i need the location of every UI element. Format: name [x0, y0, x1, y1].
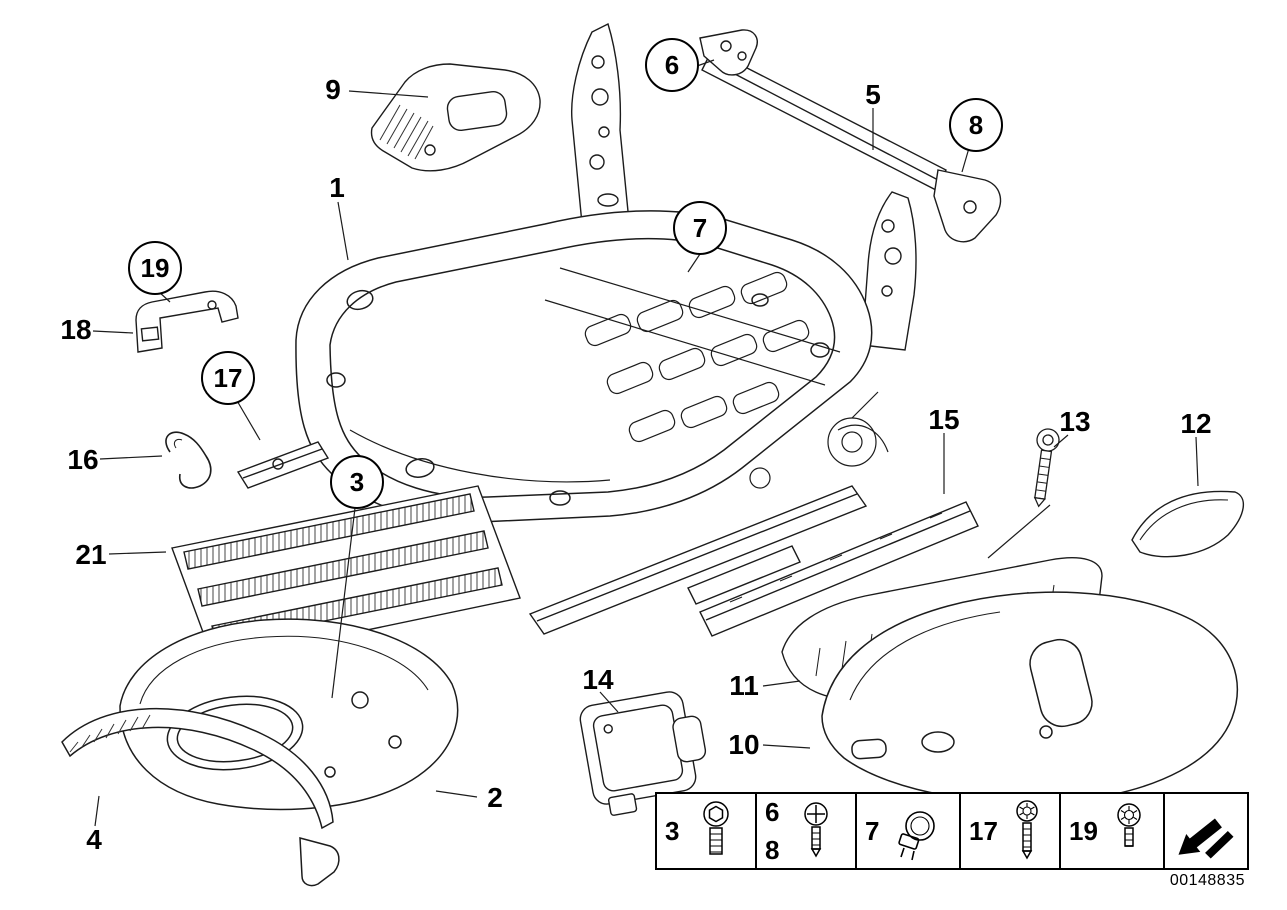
legend-label: 3: [665, 816, 680, 846]
legend-cell-3: 3: [657, 794, 757, 868]
callout-15[interactable]: 15: [928, 404, 960, 435]
callout-10[interactable]: 10: [728, 729, 760, 760]
callout-5[interactable]: 5: [865, 79, 881, 110]
callout-8[interactable]: 8: [949, 98, 1003, 152]
callout-19[interactable]: 19: [128, 241, 182, 295]
part-9-bracket: [370, 63, 541, 172]
part-12-cap: [1131, 490, 1244, 558]
direction-arrow-icon: [1169, 799, 1243, 863]
phillips-screw-icon: [783, 800, 849, 862]
fastener-legend: 3 6 8: [655, 792, 1249, 870]
callout-1[interactable]: 1: [329, 172, 345, 203]
callout-4[interactable]: 4: [86, 824, 102, 855]
legend-cell-19: 19: [1061, 794, 1165, 868]
callout-14[interactable]: 14: [582, 664, 614, 695]
legend-cell-arrow: [1165, 794, 1247, 868]
part-4-front-trim: [61, 707, 340, 887]
callout-9[interactable]: 9: [325, 74, 341, 105]
callout-13[interactable]: 13: [1059, 406, 1091, 437]
callout-2[interactable]: 2: [487, 782, 503, 813]
part-14-switch: [579, 691, 707, 816]
part-7-inner-frame: [584, 271, 889, 489]
legend-cell-6-8: 6 8: [757, 794, 857, 868]
callout-11[interactable]: 11: [729, 670, 759, 701]
part-17-bracket: [236, 441, 330, 489]
callout-6[interactable]: 6: [645, 38, 699, 92]
part-8-bracket: [933, 169, 1002, 243]
clamp-icon: [883, 800, 953, 862]
callout-7[interactable]: 7: [673, 201, 727, 255]
legend-label: 17: [969, 816, 998, 846]
callout-12[interactable]: 12: [1180, 408, 1212, 439]
part-2-seat-pan: [119, 618, 459, 811]
torx-pan-screw-icon: [1102, 800, 1157, 862]
torx-screw-icon: [1002, 800, 1053, 862]
seat-rails: [528, 485, 868, 635]
part-18-bracket: [135, 290, 239, 353]
callout-18[interactable]: 18: [60, 314, 92, 345]
callout-3[interactable]: 3: [330, 455, 384, 509]
callout-17[interactable]: 17: [201, 351, 255, 405]
callout-16[interactable]: 16: [67, 444, 99, 475]
part-15-rail-cover: [699, 501, 979, 637]
part-10-trim-panel: [821, 591, 1239, 804]
callout-21[interactable]: 21: [75, 539, 107, 570]
part-6-bracket: [699, 29, 758, 76]
part-21-spring-mat: [171, 485, 521, 663]
legend-label: 7: [865, 816, 880, 846]
leader-lines: [92, 59, 1199, 827]
legend-label: 19: [1069, 816, 1098, 846]
part-13-bolt: [1033, 428, 1060, 508]
hex-socket-screw-icon: [683, 800, 749, 862]
legend-cell-17: 17: [961, 794, 1061, 868]
part-16-clip: [165, 431, 212, 489]
legend-labels: 6 8: [765, 797, 780, 865]
diagram-id-number: 00148835: [1169, 872, 1245, 889]
backrest-side-frames: [570, 23, 917, 351]
legend-cell-7: 7: [857, 794, 961, 868]
